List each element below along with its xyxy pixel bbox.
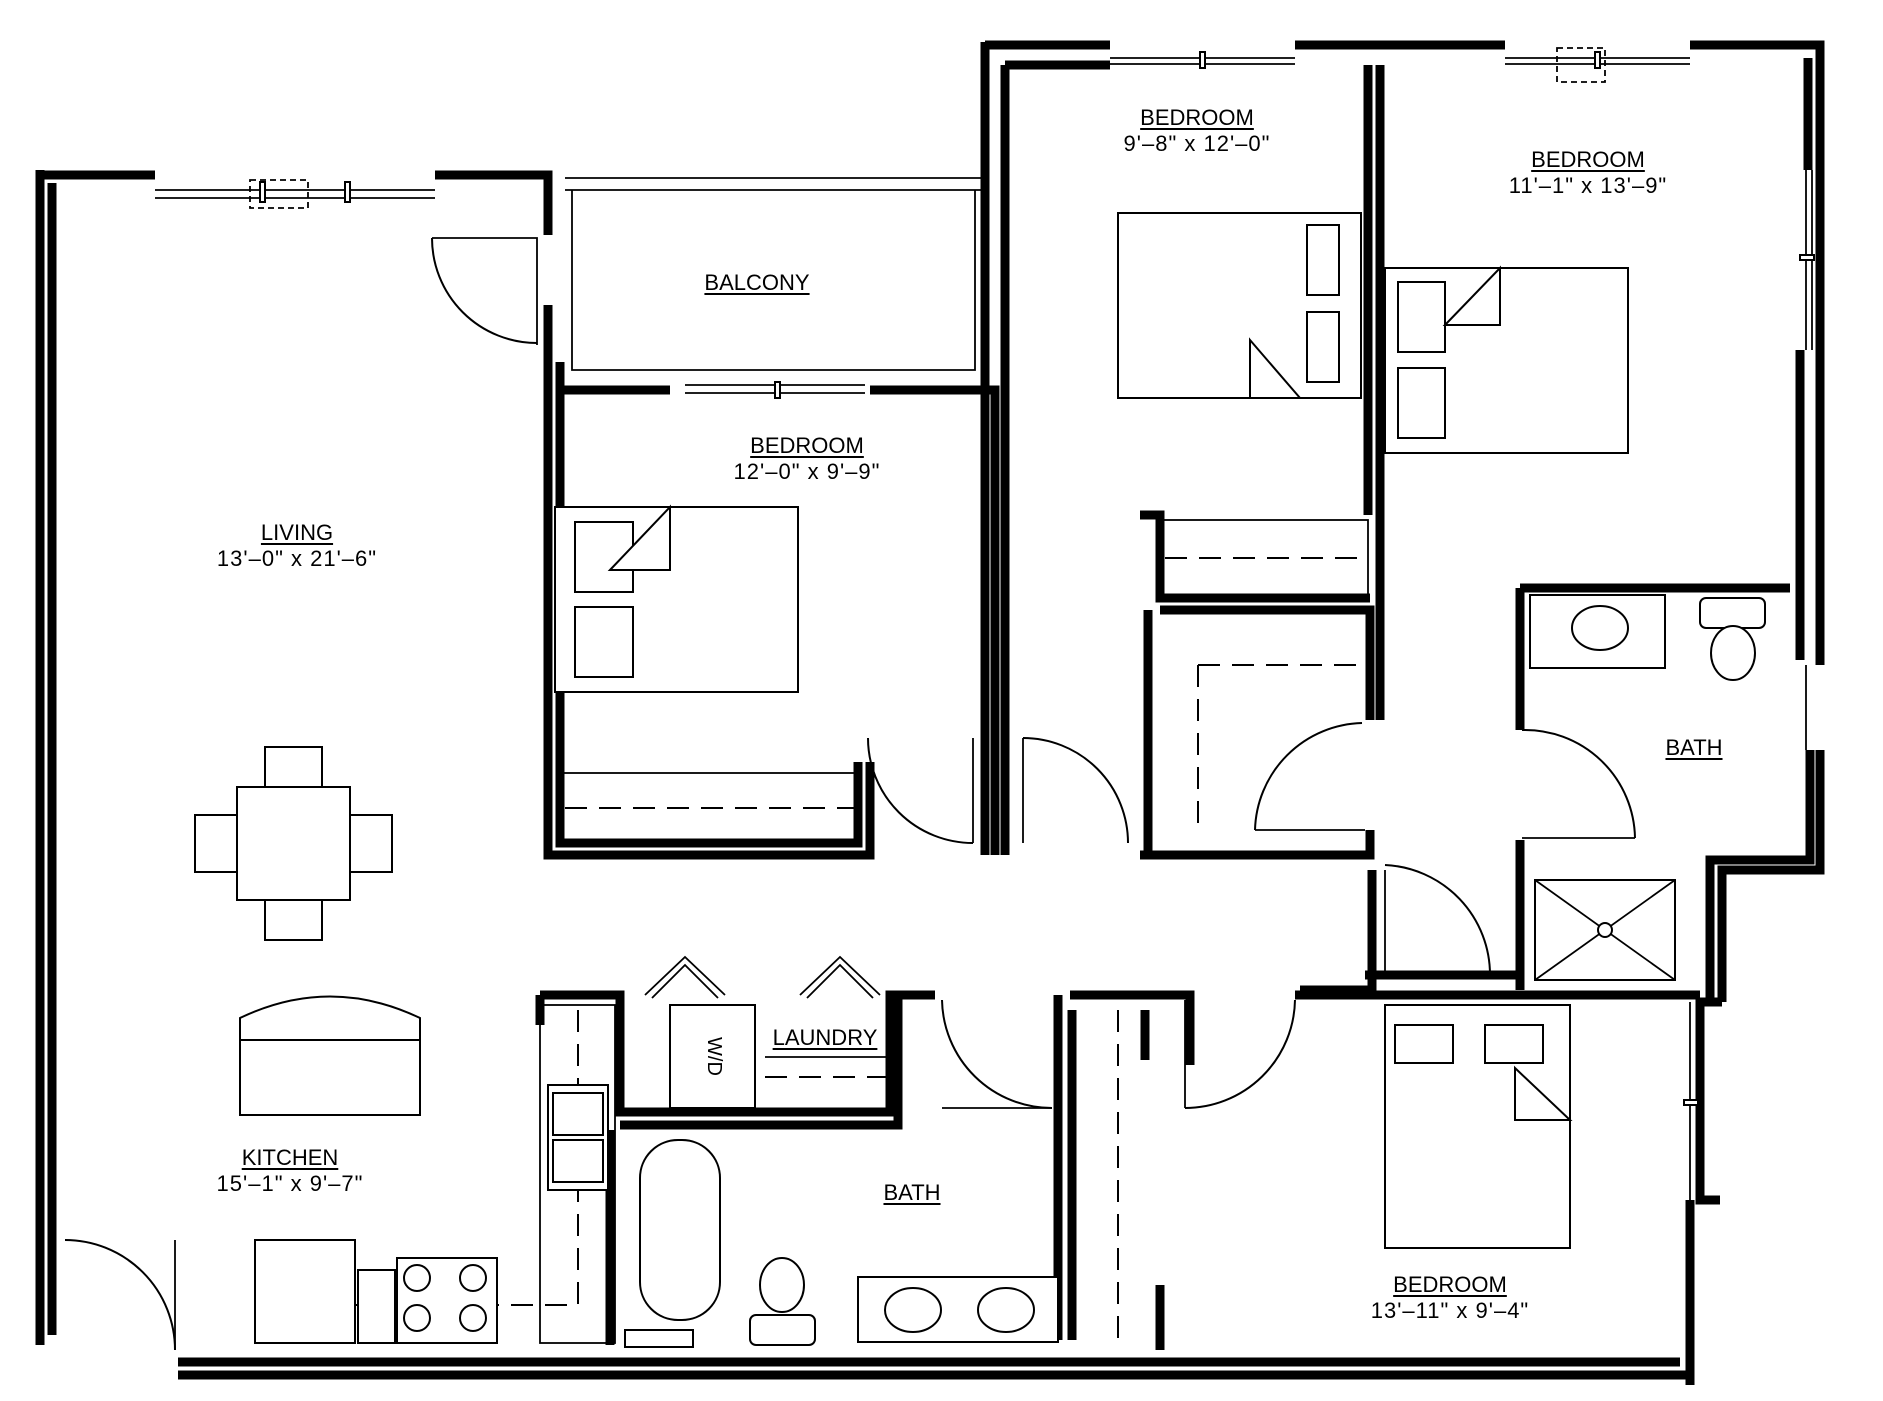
room-name: KITCHEN: [241, 1145, 339, 1170]
closets: [559, 519, 1369, 1340]
laundry-fixtures: [669, 1004, 890, 1109]
room-label-living: LIVING 13'–0" x 21'–6": [217, 520, 377, 572]
exterior-walls: [35, 40, 1825, 1385]
room-name: LAUNDRY: [772, 1025, 878, 1050]
room-label-balcony: BALCONY: [704, 270, 809, 296]
room-name: BATH: [1665, 735, 1723, 760]
bath-fixtures: [624, 594, 1766, 1348]
room-dimensions: 13'–11" x 9'–4": [1370, 1298, 1530, 1323]
room-dimensions: 12'–0" x 9'–9": [733, 459, 881, 484]
room-name: BEDROOM: [1140, 105, 1254, 130]
washer-dryer-label: W/D: [702, 1037, 725, 1076]
room-name: BEDROOM: [1393, 1272, 1507, 1297]
doors: [64, 237, 1636, 1351]
sofa: [239, 995, 421, 1116]
room-label-bedroom-2: BEDROOM 9'–8" x 12'–0": [1124, 105, 1271, 157]
room-dimensions: 13'–0" x 21'–6": [216, 546, 378, 571]
room-dimensions: 11'–1" x 13'–9": [1508, 173, 1668, 198]
dining-table: [194, 746, 393, 941]
room-label-bedroom-4: BEDROOM 13'–11" x 9'–4": [1371, 1272, 1530, 1324]
room-name: BATH: [883, 1180, 941, 1205]
kitchen-fixtures: [254, 1004, 616, 1344]
room-label-laundry: LAUNDRY: [773, 1025, 878, 1051]
beds: [554, 212, 1629, 1249]
room-name: LIVING: [260, 520, 334, 545]
room-label-kitchen: KITCHEN 15'–1" x 9'–7": [217, 1145, 364, 1197]
room-label-bath-ensuite: BATH: [1665, 735, 1722, 761]
room-label-bedroom-1: BEDROOM 12'–0" x 9'–9": [734, 433, 881, 485]
room-dimensions: 9'–8" x 12'–0": [1123, 131, 1271, 156]
windows: [155, 47, 1815, 1200]
room-label-bath-main: BATH: [883, 1180, 940, 1206]
room-name: BEDROOM: [1531, 147, 1645, 172]
room-name: BEDROOM: [750, 433, 864, 458]
room-label-bedroom-3: BEDROOM 11'–1" x 13'–9": [1509, 147, 1668, 199]
room-dimensions: 15'–1" x 9'–7": [216, 1171, 364, 1196]
room-name: BALCONY: [704, 270, 810, 295]
